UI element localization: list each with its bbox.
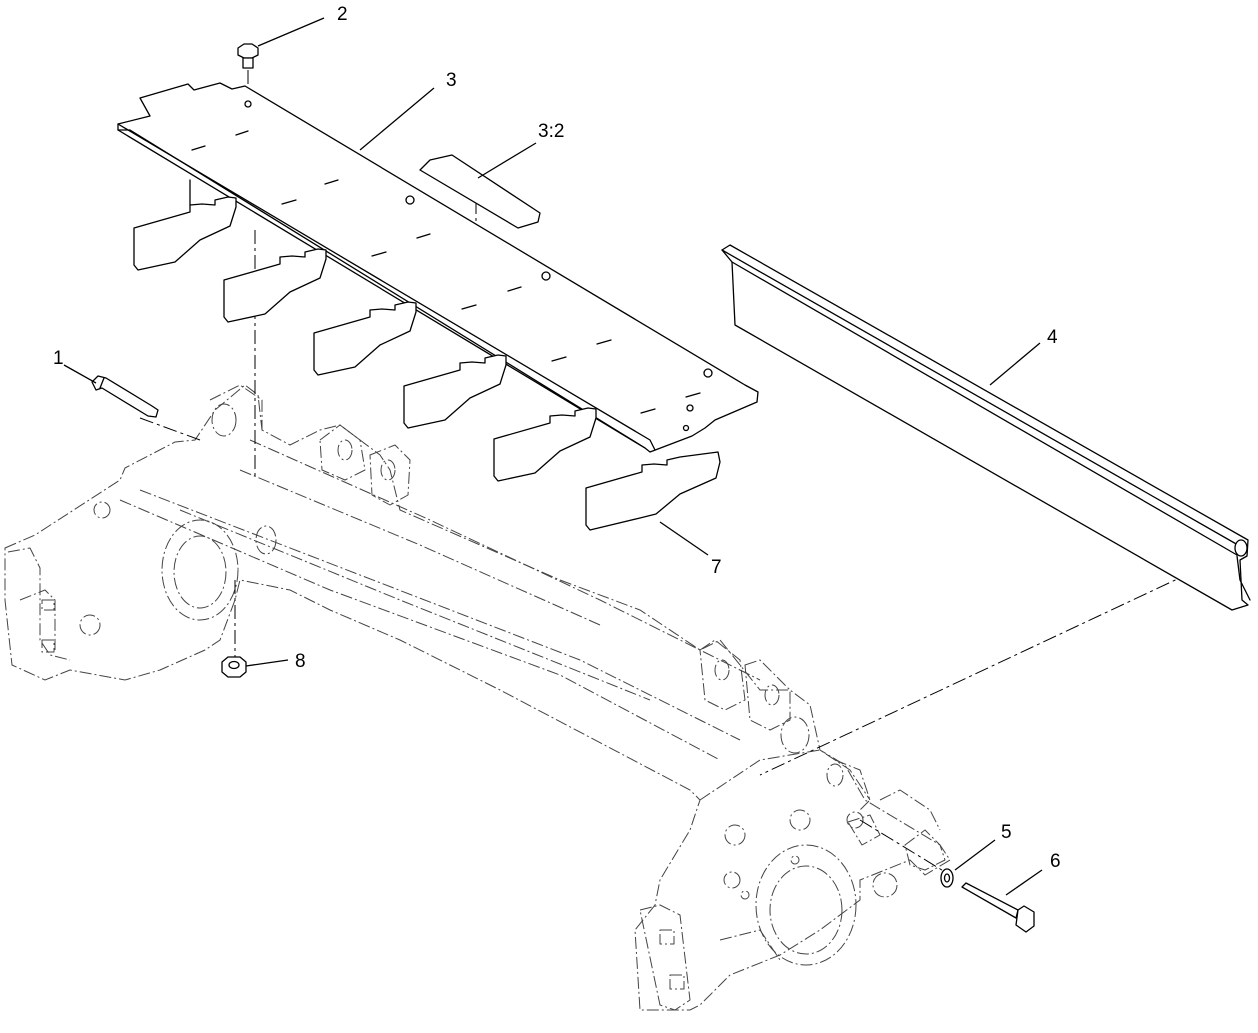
assembly-centerlines [139, 70, 1238, 876]
frame-phantom-outline [4, 384, 951, 1011]
callout-4: 4 [1047, 327, 1058, 348]
bolt-part-6 [961, 882, 1035, 933]
rod-shield-part-4 [721, 244, 1251, 611]
flaps-part-7 [133, 179, 721, 531]
callout-3: 3 [446, 70, 457, 91]
bolt-part-2 [237, 43, 259, 69]
callout-7: 7 [711, 557, 722, 578]
pin-part-1 [91, 375, 159, 418]
nut-part-8 [221, 656, 247, 678]
leader-lines [63, 17, 1043, 896]
decal-part-3-2 [419, 154, 541, 229]
callout-6: 6 [1050, 851, 1061, 872]
callout-5: 5 [1001, 822, 1012, 843]
callout-2: 2 [337, 4, 348, 25]
washer-part-5 [940, 868, 954, 888]
callout-1: 1 [53, 348, 64, 369]
callout-labels: 1 2 3 3:2 4 5 6 7 8 [53, 4, 1061, 872]
callout-3-2: 3:2 [538, 121, 564, 142]
plate-slots [191, 130, 701, 414]
top-plate-part-3 [117, 82, 759, 453]
callout-8: 8 [295, 651, 306, 672]
